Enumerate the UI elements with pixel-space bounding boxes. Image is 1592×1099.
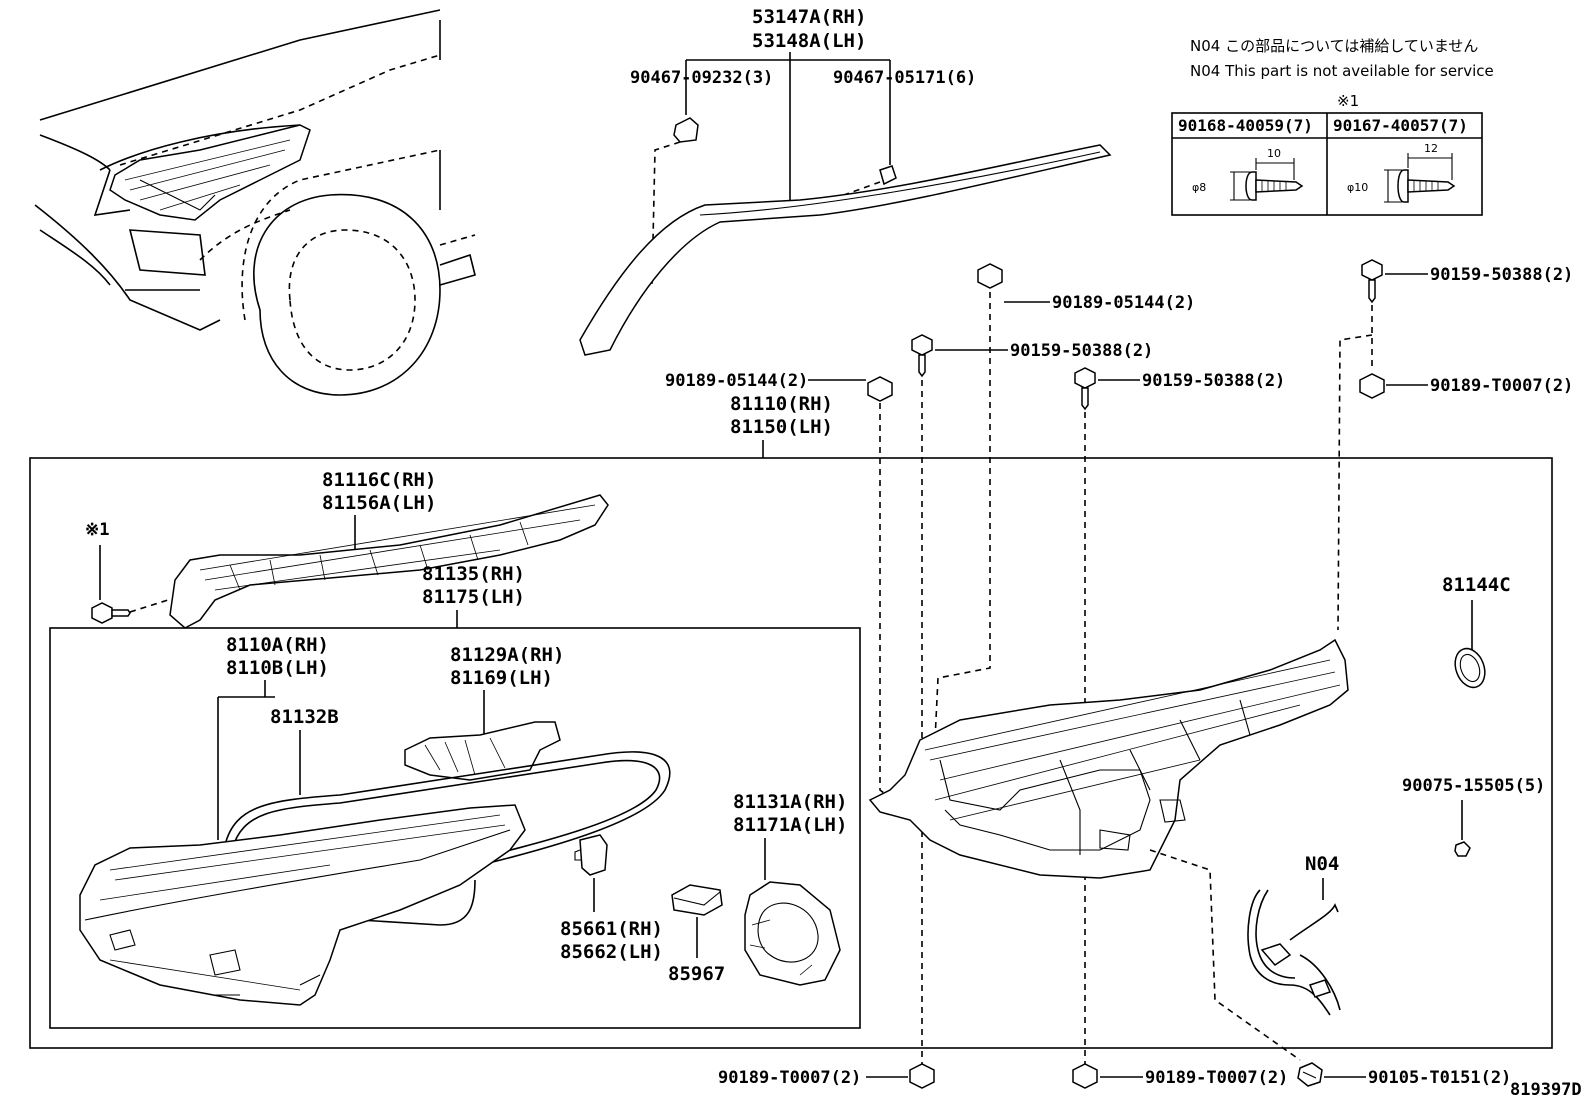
nut-90189-05144-a-icon: [977, 263, 1003, 289]
assembly-frame: [29, 457, 1553, 1049]
notes-block: N04 この部品については補給していません N04 This part is n…: [1190, 37, 1494, 110]
label-81175: 81175(LH): [422, 586, 525, 608]
bolt-90159-top-icon: [1361, 259, 1383, 304]
label-90159-a: 90159-50388(2): [1010, 341, 1153, 361]
fasteners-lower: 90189-T0007(2) 90189-T0007(2) 90105-T015…: [718, 1062, 1582, 1099]
screw-90105-icon: [1297, 1062, 1323, 1087]
headlamp-molding-53147A: 53147A(RH) 53148A(LH) 90467-09232(3) 904…: [579, 6, 1112, 356]
label-81116C: 81116C(RH): [322, 469, 436, 491]
lamp-housing-8110A: [79, 804, 526, 1006]
module-85967-icon: [671, 884, 723, 916]
wire-harness-N04: N04: [1247, 853, 1341, 1016]
bolt-90159-a-icon: [911, 334, 933, 378]
table-col1-len: 10: [1267, 147, 1281, 160]
nut-90189-T0007-bm-icon: [1072, 1063, 1098, 1089]
label-81135: 81135(RH): [422, 563, 525, 585]
label-81169: 81169(LH): [450, 667, 553, 689]
label-81110: 81110(RH): [730, 393, 833, 415]
label-90159-top: 90159-50388(2): [1430, 265, 1573, 285]
table-col2-head: 90167-40057(7): [1333, 116, 1468, 135]
housing-frame: [49, 627, 861, 1029]
label-81132B: 81132B: [270, 706, 339, 728]
gasket-81132B: [224, 751, 671, 926]
label-81131A: 81131A(RH): [733, 791, 847, 813]
headlamp-assembly-81110: 81110(RH) 81150(LH): [29, 393, 1553, 1049]
label-90075: 90075-15505(5): [1402, 776, 1545, 796]
label-N04: N04: [1305, 853, 1339, 875]
bracket-81116C: 81116C(RH) 81156A(LH) ※1: [85, 469, 609, 629]
clip-90075: 90075-15505(5): [1402, 776, 1545, 857]
label-90189-05144-a: 90189-05144(2): [1052, 293, 1195, 313]
label-81171A: 81171A(LH): [733, 814, 847, 836]
projector-81131A: [744, 881, 841, 986]
label-ref1: ※1: [85, 520, 109, 540]
label-90105: 90105-T0151(2): [1368, 1068, 1511, 1088]
label-90467-09232: 90467-09232(3): [630, 68, 773, 88]
label-85967: 85967: [668, 963, 725, 985]
socket-85661-icon: [574, 834, 608, 876]
screw-ref1-icon: [91, 602, 131, 624]
label-81156A: 81156A(LH): [322, 492, 436, 514]
clip-90467-05171-icon: [879, 165, 897, 186]
nut-90189-05144-b-icon: [867, 376, 893, 402]
note-ref-mark: ※1: [1337, 92, 1359, 110]
table-col2-len: 12: [1424, 142, 1438, 155]
note-n04-en: N04 This part is not aveilable for servi…: [1190, 62, 1494, 80]
headlamp-unit-right: [868, 638, 1349, 879]
bolt-90159-b-icon: [1074, 367, 1096, 411]
label-90467-05171: 90467-05171(6): [833, 68, 976, 88]
label-90189-T0007-bl: 90189-T0007(2): [718, 1068, 861, 1088]
label-85661: 85661(RH): [560, 918, 663, 940]
cap-81144C-icon: [1454, 647, 1486, 689]
label-90189-T0007-bm: 90189-T0007(2): [1145, 1068, 1288, 1088]
label-8110A: 8110A(RH): [226, 634, 329, 656]
label-90189-T0007-top: 90189-T0007(2): [1430, 376, 1573, 396]
table-col1-head: 90168-40059(7): [1178, 116, 1313, 135]
label-8110B: 8110B(LH): [226, 657, 329, 679]
label-81144C: 81144C: [1442, 574, 1511, 596]
bolt-spec-table: 90168-40059(7) 90167-40057(7) 10 φ8: [1171, 112, 1483, 216]
bezel-81129A: [404, 721, 561, 781]
screw-90167-icon: [1384, 153, 1456, 203]
label-90159-b: 90159-50388(2): [1142, 371, 1285, 391]
diagram-id: 819397D: [1510, 1080, 1582, 1099]
note-n04-jp: N04 この部品については補給していません: [1190, 37, 1478, 55]
housing-81135-group: 81135(RH) 81175(LH) 8110A(RH) 8110B(LH) …: [49, 563, 861, 1029]
cap-81144C: 81144C: [1442, 574, 1511, 689]
table-col1-dia: φ8: [1192, 181, 1206, 194]
label-53148A: 53148A(LH): [752, 30, 866, 52]
label-81129A: 81129A(RH): [450, 644, 564, 666]
clip-90467-09232-icon: [673, 117, 699, 143]
label-81150: 81150(LH): [730, 416, 833, 438]
vehicle-front-illustration: [34, 9, 476, 396]
label-85662: 85662(LH): [560, 941, 663, 963]
label-90189-05144-b: 90189-05144(2): [665, 371, 808, 391]
nut-90189-T0007-top-icon: [1359, 373, 1385, 399]
clip-90075-icon: [1454, 841, 1471, 857]
nut-90189-T0007-bl-icon: [909, 1063, 935, 1089]
table-col2-dia: φ10: [1347, 181, 1368, 194]
label-53147A: 53147A(RH): [752, 6, 866, 28]
screw-90168-icon: [1230, 158, 1304, 201]
